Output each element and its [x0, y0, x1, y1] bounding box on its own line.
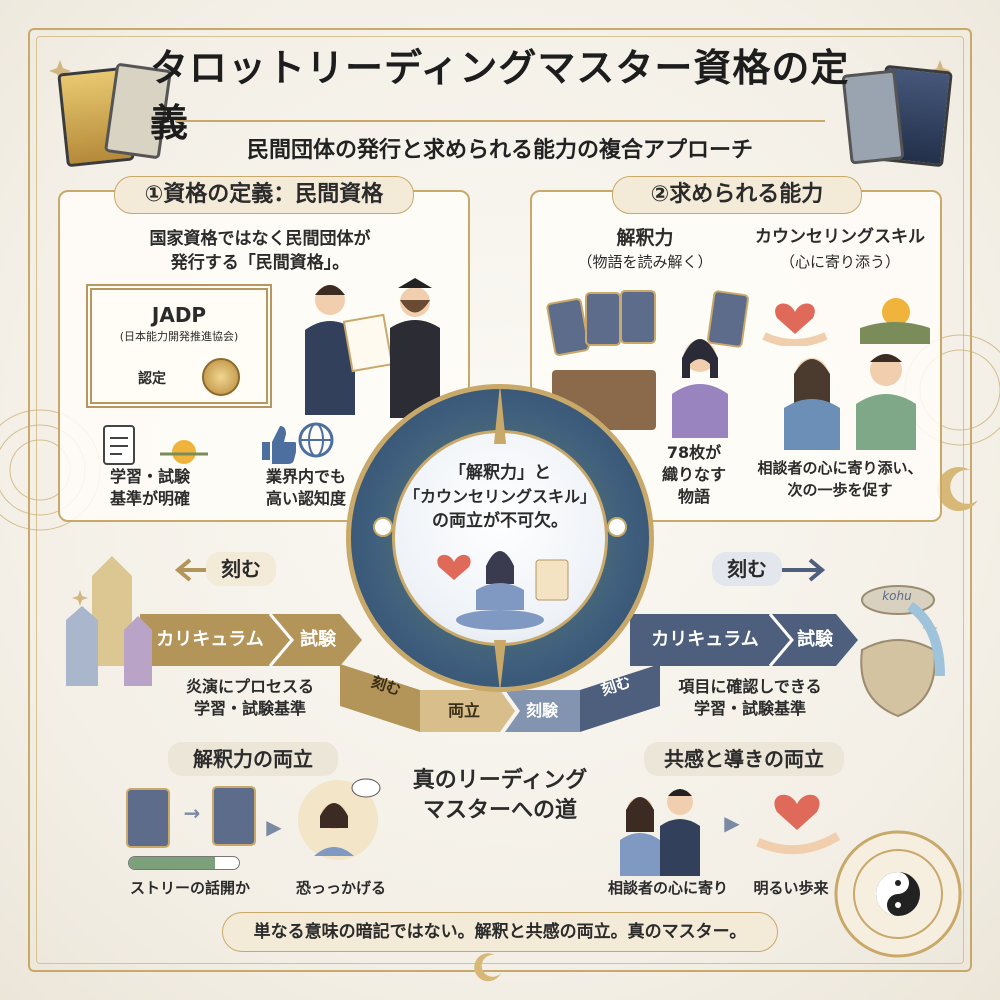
graduation-illustration: [305, 278, 440, 418]
right-flow-caption-line1: 項目に確認しできる: [678, 677, 822, 696]
center-flow-seg2-label: 両立: [447, 701, 480, 720]
sunrise-path-icon: [860, 298, 930, 344]
center-flow-seg3: [505, 690, 580, 732]
interpretation-caption1: ストリーの話開か: [129, 879, 250, 897]
water-jar-label: kohu: [882, 589, 912, 603]
left-step-divider: [268, 613, 294, 667]
center-flow-seg2: [420, 690, 515, 732]
center-quote-line3: の両立が不可欠。: [432, 511, 568, 531]
clipboard-icon: [103, 425, 135, 465]
title-divider: [175, 120, 825, 122]
qualification-definition-heading: ①資格の定義：民間資格: [114, 176, 414, 214]
counseling-illustration: [784, 354, 916, 450]
thinking-woman-illustration: [298, 778, 381, 860]
interpretation-balance-heading: 解釈力の両立: [168, 742, 338, 776]
consoling-couple-illustration: [620, 789, 700, 876]
heart-hand-icon: [762, 303, 828, 346]
center-flow-seg1: [340, 664, 420, 732]
left-flow-caption-line1: 炎演にプロセスる: [185, 677, 314, 696]
left-step-exam: 試験: [300, 629, 336, 650]
feature-learning-line1: 学習・試験: [109, 467, 190, 486]
feature-recognition-line1: 業界内でも: [265, 467, 346, 486]
left-step-curriculum: カリキュラム: [156, 629, 264, 650]
right-flow-caption-line2: 学習・試験基準: [693, 699, 806, 718]
certificate-org-full: (日本能力開発推進協会): [119, 330, 239, 343]
tarot-card-icon: [126, 788, 170, 848]
meditating-woman-illustration: [437, 551, 569, 630]
right-step-exam: 試験: [797, 629, 833, 650]
master-path-line1: 真のリーディング: [412, 768, 588, 793]
right-process-arrow: [630, 614, 858, 666]
empathy-caption1: 相談者の心に寄り: [607, 879, 728, 897]
crystal-cluster-icon: [66, 556, 152, 686]
right-step-curriculum: カリキュラム: [651, 629, 759, 650]
story-progress-bar: [128, 856, 240, 870]
outer-frame: [28, 28, 972, 972]
zodiac-wheel-icon: [834, 830, 962, 958]
cards-story-note-line3: 物語: [677, 487, 710, 506]
thumbs-up-icon: [262, 426, 296, 464]
required-abilities-heading: ②求められる能力: [612, 176, 862, 214]
heart-hand-icon: [756, 794, 841, 855]
right-step-divider: [768, 613, 794, 667]
center-flow-seg4: [580, 664, 660, 732]
tarot-card-icon: [585, 292, 621, 346]
cards-story-note-line1: 78枚が: [666, 443, 722, 462]
cards-story-note-line2: 織りなす: [661, 465, 726, 484]
empathy-guidance-heading: 共感と導きの両立: [644, 742, 844, 776]
certificate-org: JADP: [151, 303, 207, 327]
interpretation-caption2: 恐っっかげる: [295, 879, 386, 897]
certificate-seal-icon: [202, 358, 240, 396]
globe-icon: [298, 422, 334, 458]
certificate-label: 認定: [138, 371, 166, 387]
qualification-intro-line1: 国家資格ではなく民間団体が: [149, 229, 371, 249]
tarot-card-icon: [212, 786, 256, 846]
water-jar-icon: [860, 585, 945, 718]
sunrise-icon: [160, 440, 208, 464]
summary-bar: 単なる意味の暗記ではない。解釈と共感の両立。真のマスター。: [222, 912, 778, 952]
arrow-right-icon: ▶: [266, 815, 282, 839]
center-quote-line1: 「解釈力」と: [449, 463, 551, 483]
empathy-caption2: 明るい歩来: [753, 879, 829, 897]
feature-learning-line2: 基準が明確: [109, 489, 190, 508]
qualification-intro-line2: 発行する「民間資格」。: [170, 253, 350, 273]
arrow-right-icon: →: [183, 801, 201, 825]
left-flow-caption-line2: 学習・試験基準: [193, 699, 306, 718]
story-progress-fill: [129, 857, 215, 869]
skill-counseling-sub: （心に寄り添う）: [779, 253, 900, 271]
page-subtitle: 民間団体の発行と求められる能力の複合アプローチ: [246, 138, 753, 163]
arrow-right-icon: ▶: [724, 811, 740, 835]
right-carve-label: 刻む: [712, 552, 782, 586]
tarot-card-icon: [620, 290, 656, 344]
reader-woman-illustration: [672, 339, 728, 438]
skill-interpretation-sub: （物語を読み解く）: [577, 253, 713, 271]
center-flow-seg3-label: 刻験: [525, 701, 558, 720]
counseling-note-line1: 相談者の心に寄り添い、: [757, 459, 923, 477]
skill-interpretation-title: 解釈力: [616, 227, 674, 249]
left-process-arrow: [140, 614, 362, 666]
feature-recognition-line2: 高い認知度: [265, 489, 346, 508]
counseling-note-line2: 次の一歩を促す: [787, 481, 893, 499]
skill-counseling-title: カウンセリングスキル: [755, 227, 925, 247]
left-carve-label: 刻む: [206, 552, 276, 586]
center-quote-line2: 「カウンセリングスキル」: [403, 487, 596, 506]
master-path-line2: マスターへの道: [422, 798, 577, 823]
jadp-certificate: JADP (日本能力開発推進協会) 認定: [86, 284, 272, 408]
